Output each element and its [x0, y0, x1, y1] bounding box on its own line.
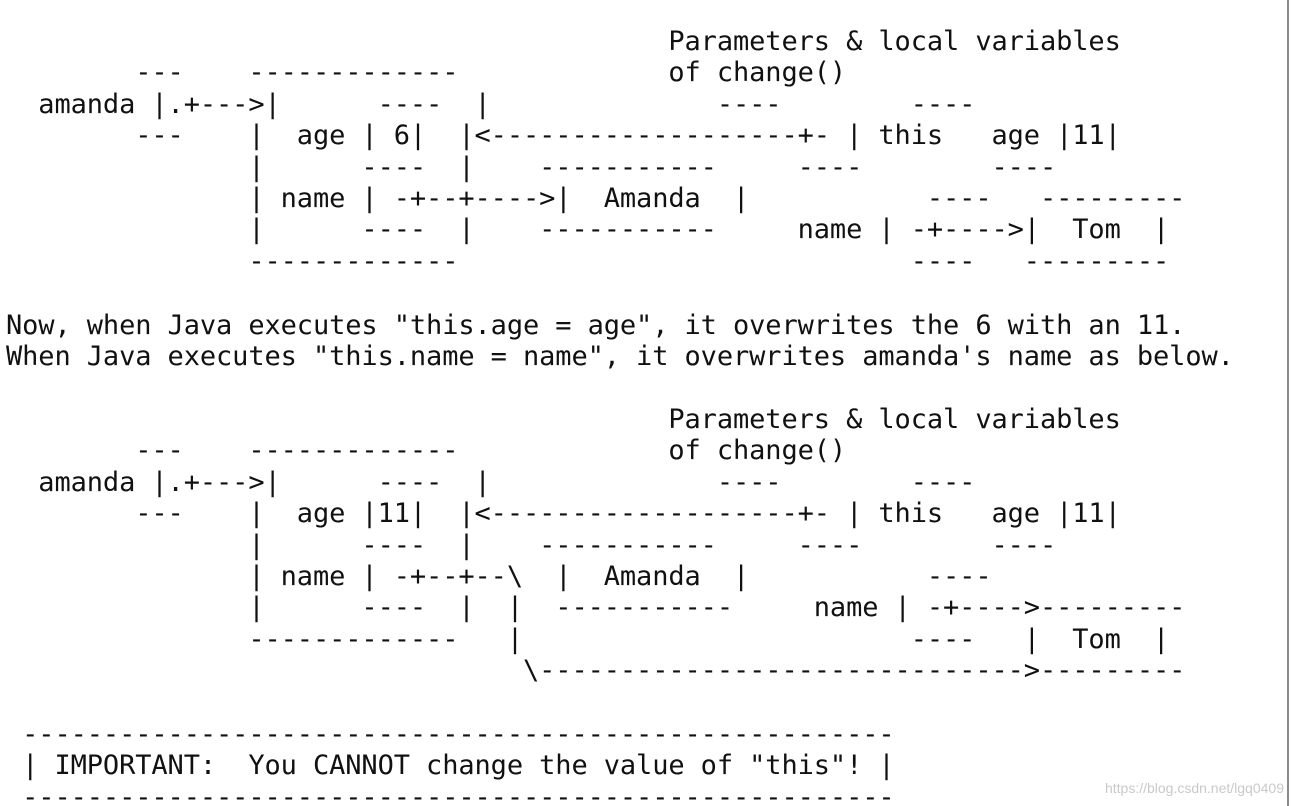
ascii-diagram-before: Parameters & local variables --- -------…: [6, 26, 1185, 277]
important-line: ----------------------------------------…: [6, 781, 895, 806]
diagram-line: ------------- | ---- | Tom |: [6, 623, 1170, 655]
diagram-line: | name | -+--+--\ | Amanda | ----: [6, 561, 992, 593]
diagram-line: | ---- | ----------- ---- ----: [6, 151, 1057, 183]
diagram-line: --- ------------- of change(): [6, 57, 847, 89]
diagram-line: Parameters & local variables: [6, 404, 1121, 435]
ascii-diagram-after: Parameters & local variables --- -------…: [6, 404, 1185, 687]
diagram-line: --- | age |11| |<-------------------+- |…: [6, 498, 1121, 530]
diagram-line: amanda |.+--->| ---- | ---- ----: [6, 466, 976, 498]
diagram-line: amanda |.+--->| ---- | ---- ----: [6, 88, 976, 120]
important-line: | IMPORTANT: You CANNOT change the value…: [6, 750, 895, 782]
watermark: https://blog.csdn.net/lgq0409: [1104, 780, 1284, 796]
explanation-line: Now, when Java executes "this.age = age"…: [6, 310, 1186, 341]
diagram-line: | ---- | | ----------- name | -+---->---…: [6, 592, 1186, 624]
diagram-line: --- ------------- of change(): [6, 435, 847, 467]
diagram-line: ------------- ---- ---------: [6, 245, 1170, 277]
diagram-line: \------------------------------>--------…: [6, 655, 1186, 687]
important-line: ----------------------------------------…: [6, 719, 895, 750]
diagram-line: | ---- | ----------- ---- ----: [6, 529, 1057, 561]
diagram-line: --- | age | 6| |<-------------------+- |…: [6, 120, 1121, 152]
explanation-line: When Java executes "this.name = name", i…: [6, 341, 1234, 373]
right-border: [1287, 0, 1289, 806]
explanation-text: Now, when Java executes "this.age = age"…: [6, 310, 1234, 373]
important-note-box: ----------------------------------------…: [6, 719, 895, 806]
diagram-line: | ---- | ----------- name | -+---->| Tom…: [6, 214, 1170, 246]
diagram-line: Parameters & local variables: [6, 26, 1121, 57]
diagram-line: | name | -+--+---->| Amanda | ---- -----…: [6, 183, 1186, 215]
